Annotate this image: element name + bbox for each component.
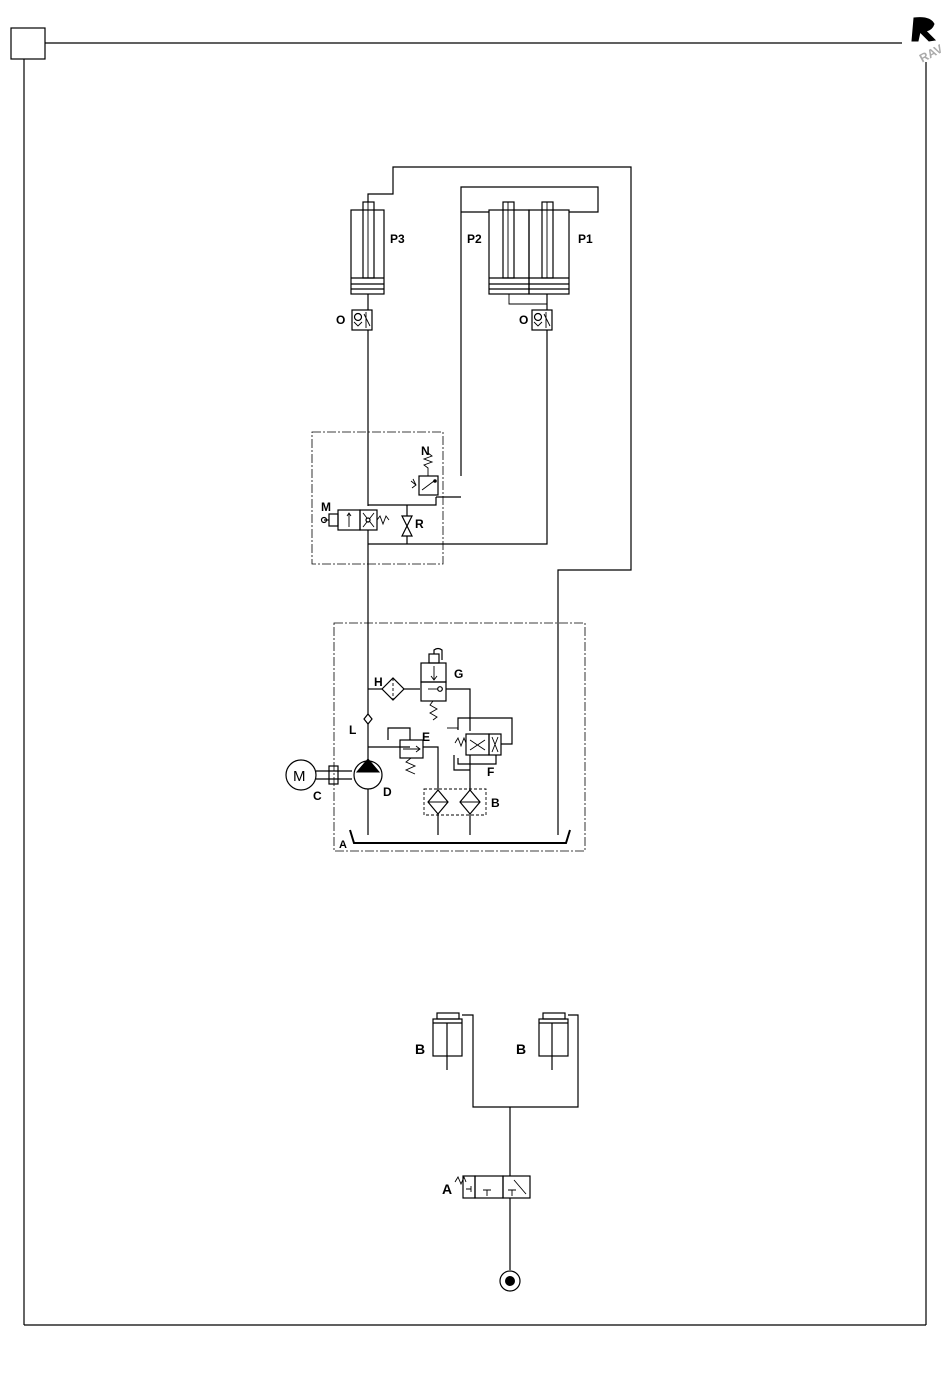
label-p2: P2 <box>467 232 482 246</box>
label-e: E <box>422 730 430 744</box>
label-p1: P1 <box>578 232 593 246</box>
pressure-switch-n <box>411 453 438 495</box>
cylinder-b-left <box>433 1013 462 1070</box>
rav-logo: RAV <box>912 18 945 66</box>
cylinder-p2 <box>489 202 529 294</box>
label-c: C <box>313 789 322 803</box>
label-r: R <box>415 517 424 531</box>
cylinder-p3 <box>351 202 384 294</box>
pump-d <box>354 759 382 789</box>
label-motor: M <box>293 768 306 785</box>
cylinder-b-right <box>539 1013 568 1070</box>
cylinder-p1 <box>529 202 569 294</box>
filter-h <box>382 678 404 700</box>
label-a: A <box>339 839 347 851</box>
label-o-left: O <box>336 313 345 327</box>
label-f: F <box>487 765 494 779</box>
logo-text: RAV <box>917 42 945 66</box>
filter-b <box>424 789 486 815</box>
throttle-r <box>402 516 412 536</box>
label-b-left: B <box>415 1041 425 1057</box>
label-h: H <box>374 675 383 689</box>
actuator-port <box>500 1271 520 1291</box>
solenoid-valve-g <box>421 649 446 721</box>
coupling-c <box>329 766 338 784</box>
check-valve-l <box>364 714 372 724</box>
relief-valve-e <box>400 740 423 774</box>
label-l: L <box>349 723 356 737</box>
corner-box <box>11 28 45 59</box>
label-o-right: O <box>519 313 528 327</box>
page-frame <box>11 28 926 1325</box>
label-b: B <box>491 796 500 810</box>
tank-a <box>350 830 570 843</box>
label-d: D <box>383 785 392 799</box>
solenoid-valve-m <box>322 510 390 530</box>
label-b-right: B <box>516 1041 526 1057</box>
power-unit-boundary <box>334 623 585 851</box>
label-g: G <box>454 667 463 681</box>
piping <box>368 167 631 835</box>
directional-valve-f <box>447 718 512 764</box>
label-a-lower: A <box>442 1181 452 1197</box>
label-m: M <box>321 500 331 514</box>
label-n: N <box>421 444 430 458</box>
check-valve-o-left <box>352 310 372 330</box>
directional-valve-a <box>455 1176 530 1198</box>
check-valve-o-right <box>532 310 552 330</box>
label-p3: P3 <box>390 232 405 246</box>
